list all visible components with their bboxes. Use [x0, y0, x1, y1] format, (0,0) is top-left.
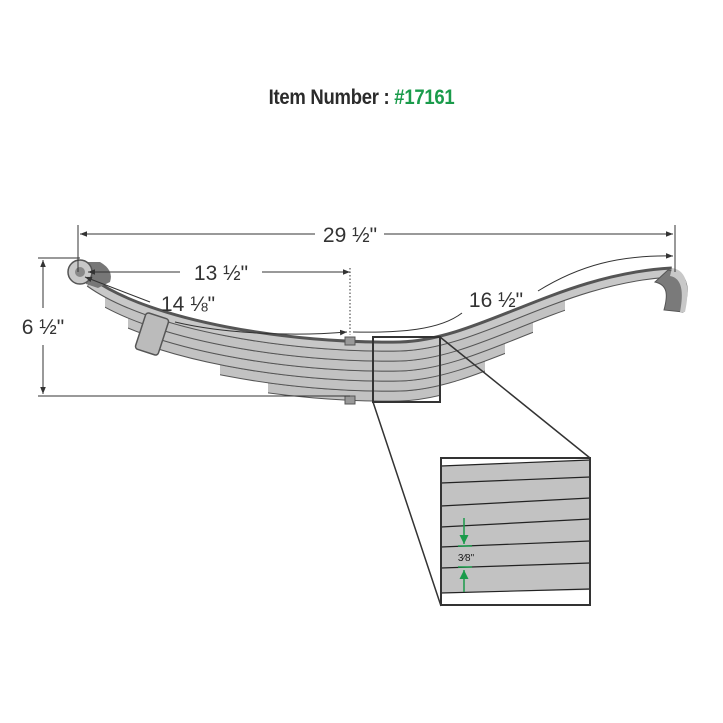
detail-inset: 3⁄8"	[440, 457, 591, 606]
front-arc-length-label: 14 ⅛"	[161, 293, 215, 316]
leaf-thickness-label: 3⁄8"	[458, 553, 475, 564]
detail-connector-left	[372, 401, 442, 607]
detail-selection-box	[372, 336, 441, 403]
detail-connector-right	[439, 336, 591, 459]
eye-to-center-label: 13 ½"	[194, 262, 248, 285]
dimension-lines	[38, 225, 676, 397]
thickness-arrows	[458, 518, 472, 592]
height-label: 6 ½"	[22, 316, 64, 339]
item-number-heading: Item Number : #17161	[43, 86, 679, 110]
item-number-label: Item Number :	[268, 86, 390, 109]
spring-clamp	[134, 312, 170, 356]
center-bolt-head	[344, 336, 356, 346]
main-leaf	[90, 268, 688, 347]
overall-length-label: 29 ½"	[323, 224, 377, 247]
spring-eye	[67, 259, 111, 288]
rear-arc-length-label: 16 ½"	[469, 289, 523, 312]
center-bolt-nut	[344, 395, 356, 405]
item-number-value: #17161	[394, 86, 455, 109]
